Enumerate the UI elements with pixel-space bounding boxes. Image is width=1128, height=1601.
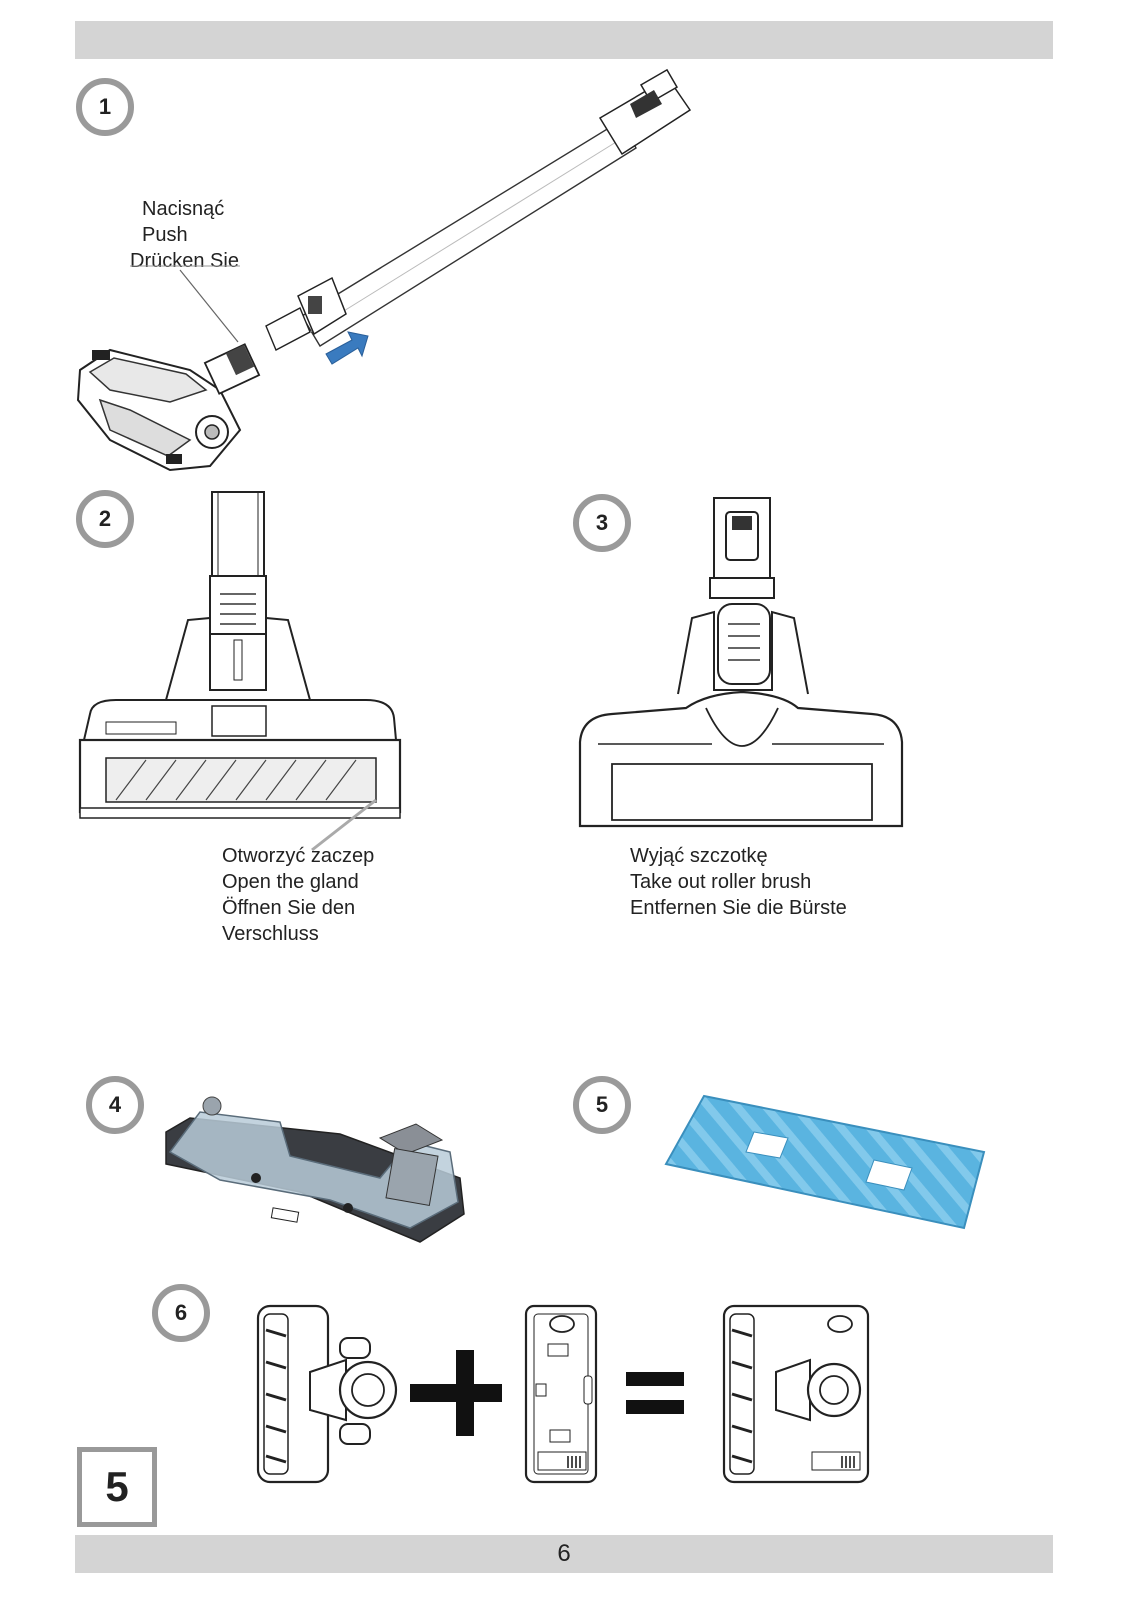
step-3-number: 3 xyxy=(595,510,609,535)
step-6-number: 6 xyxy=(174,1300,188,1325)
arrow-icon xyxy=(325,331,369,365)
step3-caption-line-2: Take out roller brush xyxy=(630,871,812,893)
footer-bar: 6 xyxy=(75,1535,1053,1573)
step2-caption-line-3: Öffnen Sie den xyxy=(222,897,356,919)
step-2-badge: 2 xyxy=(76,490,134,548)
step-4-number: 4 xyxy=(108,1092,122,1117)
step-1-badge: 1 xyxy=(76,78,134,136)
step6-assembly-illustration xyxy=(256,1304,870,1484)
step2-caption-line-1: Otworzyć zaczep xyxy=(222,845,375,867)
plus-icon xyxy=(410,1350,502,1436)
brush-head xyxy=(76,343,261,472)
step3-illustration xyxy=(578,497,904,828)
step-3-badge: 3 xyxy=(573,494,631,552)
step-4-badge: 4 xyxy=(86,1076,144,1134)
step-2-number: 2 xyxy=(98,506,112,531)
step2-caption-line-2: Open the gland xyxy=(222,871,359,893)
step-5-badge: 5 xyxy=(573,1076,631,1134)
step2-illustration xyxy=(78,491,402,852)
mop-plate-topview xyxy=(524,1304,598,1484)
step2-caption: Otworzyć zaczep Open the gland Öffnen Si… xyxy=(222,843,374,947)
step4-water-tank-illustration xyxy=(165,1096,465,1243)
step-6-badge: 6 xyxy=(152,1284,210,1342)
assembled-head-topview xyxy=(722,1304,870,1484)
page-number: 6 xyxy=(557,1540,571,1567)
step3-caption-line-3: Entfernen Sie die Bürste xyxy=(630,897,847,919)
step3-caption-line-1: Wyjąć szczotkę xyxy=(630,845,768,867)
step-5-number: 5 xyxy=(595,1092,609,1117)
step1-illustration xyxy=(76,68,692,472)
step1-caption-line-1: Nacisnąć xyxy=(142,198,225,220)
vacuum-tube xyxy=(265,68,692,351)
brush-head-topview xyxy=(256,1304,398,1484)
header-bar xyxy=(75,21,1053,59)
step5-mop-pad-illustration xyxy=(664,1094,986,1230)
step-1-number: 1 xyxy=(98,94,112,119)
step1-caption-line-2: Push xyxy=(142,224,188,246)
section-number-box: 5 xyxy=(77,1447,157,1527)
equals-icon xyxy=(626,1372,684,1414)
step3-caption: Wyjąć szczotkę Take out roller brush Ent… xyxy=(630,843,847,921)
step2-caption-line-4: Verschluss xyxy=(222,923,319,945)
section-number: 5 xyxy=(105,1463,129,1510)
